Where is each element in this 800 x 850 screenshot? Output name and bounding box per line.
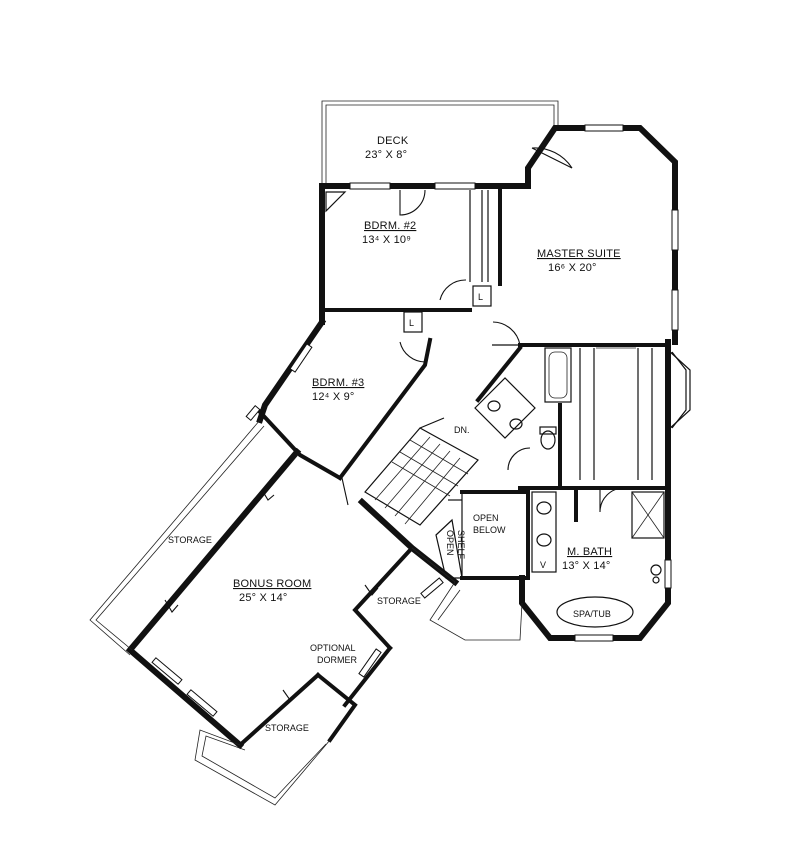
deck-door[interactable] xyxy=(531,147,573,169)
bedroom-2 xyxy=(320,182,502,312)
bdrm2-dims: 13⁴ X 10⁹ xyxy=(362,234,411,246)
deck-area xyxy=(321,100,559,186)
open-below-label: OPEN xyxy=(473,513,499,523)
master-bath: V xyxy=(507,347,672,642)
exterior-walls xyxy=(319,125,691,641)
storage-label-left: STORAGE xyxy=(168,535,212,545)
master-dims: 16⁶ X 20° xyxy=(548,262,597,274)
open-shelf-label: OPEN xyxy=(445,530,455,556)
bonus-label: BONUS ROOM xyxy=(233,578,311,590)
linen-closet-1: L xyxy=(472,285,492,307)
open-below-label-2: BELOW xyxy=(473,525,506,535)
master-suite xyxy=(518,124,679,347)
spa-tub-label: SPA/TUB xyxy=(573,609,611,619)
optional-dormer-label: OPTIONAL xyxy=(310,643,356,653)
open-shelf-label-2: SHELF xyxy=(456,530,466,560)
bdrm3-label: BDRM. #3 xyxy=(312,377,364,389)
bdrm3-dims: 12⁴ X 9° xyxy=(312,391,355,403)
linen-closet-2: L xyxy=(403,311,423,333)
svg-text:L: L xyxy=(409,318,414,328)
bonus-wing-walls xyxy=(125,317,460,750)
svg-text:V: V xyxy=(540,560,546,570)
hall-vanity xyxy=(474,345,536,439)
room-labels: DECK 23° X 8° BDRM. #2 13⁴ X 10⁹ MASTER … xyxy=(168,135,621,733)
open-below xyxy=(435,490,530,580)
stair-down-label: DN. xyxy=(454,425,470,435)
stair xyxy=(364,417,479,526)
svg-text:L: L xyxy=(478,292,483,302)
optional-dormer-label-2: DORMER xyxy=(317,655,357,665)
bonus-dims: 25° X 14° xyxy=(239,592,288,604)
deck-dims: 23° X 8° xyxy=(365,149,407,161)
bdrm2-label: BDRM. #2 xyxy=(364,220,416,232)
storage-label-bottom: STORAGE xyxy=(265,723,309,733)
mbath-dims: 13° X 14° xyxy=(562,560,611,572)
mbath-label: M. BATH xyxy=(567,546,612,558)
deck-label: DECK xyxy=(377,135,409,147)
storage-outlines xyxy=(89,419,523,806)
storage-label-mid: STORAGE xyxy=(377,596,421,606)
master-label: MASTER SUITE xyxy=(537,248,621,260)
